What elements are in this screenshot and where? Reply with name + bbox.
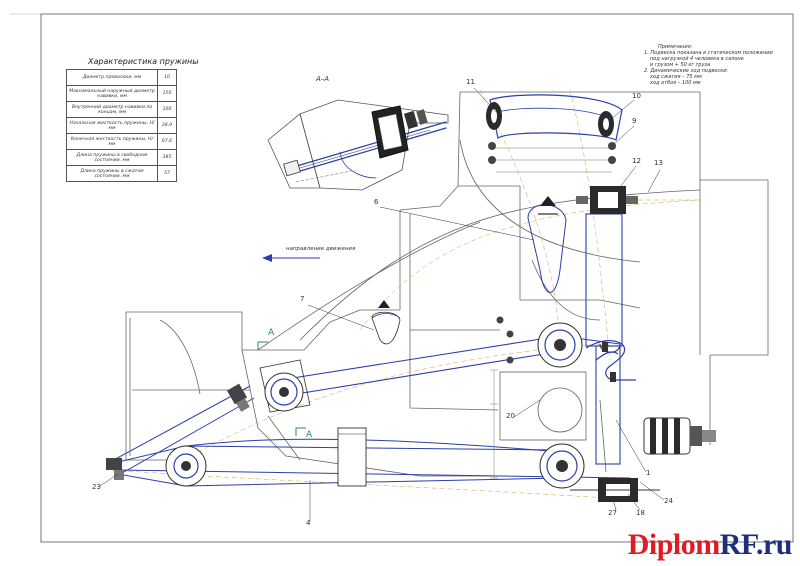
param-cell: Длина пружины в сжатом состоянии, мм — [66, 165, 158, 182]
value-cell: 385 — [157, 149, 177, 166]
callout-1: 1 — [646, 469, 651, 477]
callout-9: 9 — [632, 117, 637, 125]
note-line: Примечания: — [658, 44, 693, 50]
callout-23: 23 — [92, 483, 101, 491]
callout-24: 24 — [664, 497, 673, 505]
leader-lines — [99, 87, 665, 522]
callout-20: 20 — [506, 412, 515, 420]
front-mount — [106, 383, 367, 487]
callout-6: 6 — [374, 198, 379, 206]
note-line: и грузом + 50 кг груза — [650, 62, 711, 68]
watermark-part2: RF.ru — [719, 528, 793, 561]
param-cell: Длина пружины в свободном состоянии, мм — [66, 149, 158, 166]
note-line: 1. Подвеска показана в статическом полож… — [644, 50, 773, 56]
notes-block: Примечания: 1. Подвеска показана в стати… — [644, 44, 784, 86]
table-row: Внутренний диаметр навивки по концам, мм… — [66, 101, 177, 118]
direction-label: направление движения — [286, 246, 356, 252]
rebound-stop — [371, 300, 401, 345]
construction-lines — [111, 89, 701, 501]
value-cell: 57 — [157, 165, 177, 182]
callout-10: 10 — [632, 92, 641, 100]
sheet-frame — [40, 13, 794, 543]
section-label: A–A — [316, 75, 330, 83]
cut-marker-label: A — [268, 328, 275, 338]
coil-spring — [486, 94, 623, 364]
note-line: 2. Динамические ход подвески: — [644, 68, 729, 74]
shock-absorber — [570, 186, 700, 502]
callout-11: 11 — [466, 78, 475, 86]
table-row: Максимальный наружный диаметр навивки, м… — [66, 85, 177, 102]
param-cell: Внутренний диаметр навивки по концам, мм — [66, 101, 158, 118]
bump-stop — [527, 196, 567, 293]
callout-13: 13 — [654, 159, 663, 167]
bushings — [165, 322, 587, 489]
callout-4: 4 — [306, 519, 311, 527]
param-cell: Начальная жесткость пружины, Н/мм — [66, 117, 158, 134]
section-a-a-view — [267, 99, 449, 191]
param-cell: Максимальный наружный диаметр навивки, м… — [66, 85, 158, 102]
param-cell: Конечная жесткость пружины, Н/мм — [66, 133, 158, 150]
lateral-bracket — [585, 339, 636, 382]
watermark-part1: Diplom — [627, 528, 721, 561]
value-cell: 10 — [157, 69, 177, 86]
callout-7: 7 — [300, 295, 305, 303]
rubber-mount — [643, 417, 716, 455]
dimension-lines — [490, 369, 498, 479]
callout-12: 12 — [632, 157, 641, 165]
value-cell: 67.6 — [157, 133, 177, 150]
value-cell: 28.9 — [157, 117, 177, 134]
note-line: под нагрузкой 4 человека в салоне — [650, 56, 744, 62]
callout-27: 27 — [608, 509, 617, 517]
cut-marker-label: A — [306, 430, 313, 440]
section-cut-markers — [257, 341, 306, 436]
note-line: ход отбоя – 100 мм — [650, 80, 701, 86]
note-line: ход сжатия – 75 мм — [650, 74, 702, 80]
diplomrf-watermark: DiplomRF.ru — [627, 528, 793, 562]
spec-table-title: Характеристика пружины — [88, 57, 199, 66]
direction-arrow — [262, 254, 320, 262]
value-cell: 150 — [157, 85, 177, 102]
callout-18: 18 — [636, 509, 645, 517]
param-cell: Диаметр проволоки, мм — [66, 69, 158, 86]
value-cell: 100 — [157, 101, 177, 118]
